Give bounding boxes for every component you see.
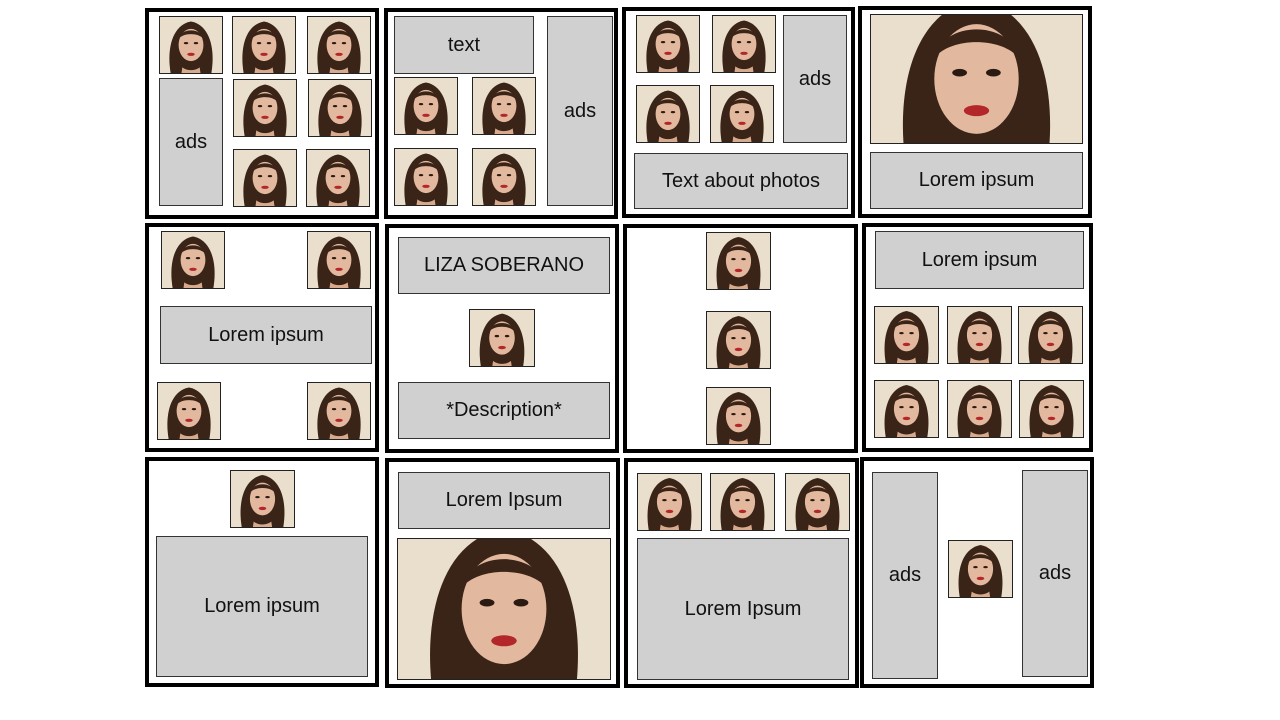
layout-panel-9: Lorem ipsum: [145, 457, 379, 687]
name-placeholder: LIZA SOBERANO: [398, 237, 610, 294]
layout-panel-12: ads ads: [860, 457, 1094, 688]
portrait-photo-icon: [636, 15, 700, 73]
description-placeholder: *Description*: [398, 382, 610, 439]
portrait-photo-icon: [161, 231, 225, 289]
portrait-photo-icon: [636, 85, 700, 143]
ads-placeholder: ads: [783, 15, 847, 143]
portrait-photo-icon: [233, 79, 297, 137]
portrait-photo-icon: [874, 380, 939, 438]
lorem-ipsum-placeholder: Lorem Ipsum: [637, 538, 849, 680]
ads-placeholder: ads: [547, 16, 613, 206]
portrait-photo-icon: [307, 382, 371, 440]
portrait-photo-icon: [159, 16, 223, 74]
text-placeholder: text: [394, 16, 534, 74]
layout-panel-10: Lorem Ipsum: [385, 458, 620, 688]
portrait-photo-icon: [785, 473, 850, 531]
portrait-photo-icon: [472, 148, 536, 206]
portrait-photo-icon: [307, 231, 371, 289]
portrait-photo-icon: [157, 382, 221, 440]
portrait-photo-icon: [230, 470, 295, 528]
portrait-photo-icon: [307, 16, 371, 74]
portrait-photo-icon: [948, 540, 1013, 598]
portrait-photo-icon: [1018, 306, 1083, 364]
portrait-photo-icon: [472, 77, 536, 135]
portrait-photo-icon: [712, 15, 776, 73]
lorem-ipsum-placeholder: Lorem ipsum: [875, 231, 1084, 289]
layout-panel-3: ads Text about photos: [622, 7, 855, 218]
lorem-ipsum-placeholder: Lorem ipsum: [160, 306, 372, 364]
layout-panel-8: Lorem ipsum: [862, 223, 1093, 452]
layout-panel-2: text ads: [384, 8, 618, 219]
portrait-photo-icon: [397, 538, 611, 680]
portrait-photo-icon: [870, 14, 1083, 144]
portrait-photo-icon: [394, 148, 458, 206]
portrait-photo-icon: [233, 149, 297, 207]
ads-placeholder: ads: [872, 472, 938, 679]
layout-panel-1: ads: [145, 8, 379, 219]
portrait-photo-icon: [394, 77, 458, 135]
lorem-ipsum-placeholder: Lorem ipsum: [870, 152, 1083, 209]
portrait-photo-icon: [308, 79, 372, 137]
portrait-photo-icon: [706, 232, 771, 290]
lorem-ipsum-placeholder: Lorem Ipsum: [398, 472, 610, 529]
portrait-photo-icon: [306, 149, 370, 207]
portrait-photo-icon: [1019, 380, 1084, 438]
layout-panel-4: Lorem ipsum: [858, 6, 1092, 218]
ads-placeholder: ads: [159, 78, 223, 206]
layout-panel-5: Lorem ipsum: [145, 223, 379, 452]
portrait-photo-icon: [710, 473, 775, 531]
portrait-photo-icon: [469, 309, 535, 367]
layout-panel-6: LIZA SOBERANO *Description*: [385, 224, 619, 453]
layout-panel-11: Lorem Ipsum: [624, 458, 859, 688]
portrait-photo-icon: [232, 16, 296, 74]
portrait-photo-icon: [947, 380, 1012, 438]
portrait-photo-icon: [874, 306, 939, 364]
text-about-photos-placeholder: Text about photos: [634, 153, 848, 209]
layout-panel-7: [623, 224, 858, 453]
portrait-photo-icon: [947, 306, 1012, 364]
lorem-ipsum-placeholder: Lorem ipsum: [156, 536, 368, 677]
portrait-photo-icon: [637, 473, 702, 531]
portrait-photo-icon: [706, 311, 771, 369]
portrait-photo-icon: [710, 85, 774, 143]
ads-placeholder: ads: [1022, 470, 1088, 677]
portrait-photo-icon: [706, 387, 771, 445]
